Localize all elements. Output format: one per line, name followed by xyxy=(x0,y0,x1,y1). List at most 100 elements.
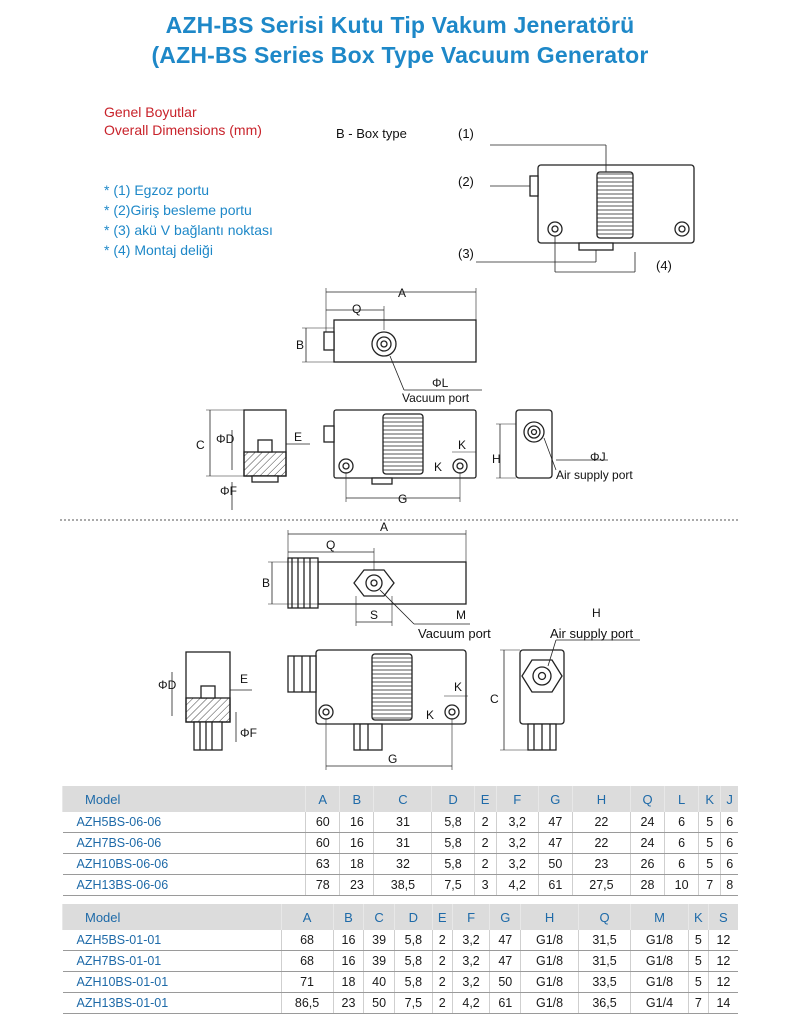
note-item: * (2)Giriş besleme portu xyxy=(104,202,252,218)
table-cell: 7,5 xyxy=(393,992,433,1014)
table-cell: 50 xyxy=(363,992,395,1014)
table-cell: G1/8 xyxy=(520,971,579,993)
dimensions-table-06: Model A B C D E F G H Q L K J AZH5BS-06-… xyxy=(61,786,738,896)
table-cell: G1/8 xyxy=(630,971,689,993)
table-cell: 5 xyxy=(687,971,709,993)
dim-label-s: S xyxy=(370,608,379,622)
dim-label-b: B xyxy=(296,338,305,352)
dim-label-k: K xyxy=(454,680,463,694)
table-header-row: Model A B C D E F G H Q M K S xyxy=(62,904,738,930)
table-cell: 7 xyxy=(698,874,721,896)
drawing2-side-view xyxy=(171,651,252,751)
table-cell: 31 xyxy=(373,832,432,854)
dim-label-phi-j: ΦJ xyxy=(590,450,606,464)
table-cell: 22 xyxy=(571,832,631,854)
title-turkish: AZH-BS Serisi Kutu Tip Vakum Jeneratörü xyxy=(165,12,635,38)
table-row: AZH5BS-06-06 60 16 31 5,8 2 3,2 47 22 24… xyxy=(62,812,738,833)
table-header: K xyxy=(698,786,721,812)
table-header: Q xyxy=(577,904,631,930)
table-cell: 6 xyxy=(720,853,738,875)
table-cell: 2 xyxy=(431,971,453,993)
table-cell: AZH5BS-06-06 xyxy=(62,812,306,833)
table-cell: 16 xyxy=(332,950,364,972)
table-row: AZH7BS-01-01 68 16 39 5,8 2 3,2 47 G1/8 … xyxy=(62,950,738,972)
dim-label-k: K xyxy=(434,460,443,474)
table-cell: 31,5 xyxy=(577,930,631,951)
table-cell: 5,8 xyxy=(431,853,475,875)
dim-label-phi-d: ΦD xyxy=(216,432,235,446)
table-cell: AZH13BS-01-01 xyxy=(62,992,281,1014)
table-cell: 68 xyxy=(280,930,334,951)
table-cell: 16 xyxy=(339,812,374,833)
dimensions-label-tr: Genel Boyutlar xyxy=(104,104,197,120)
table-header: C xyxy=(373,786,432,812)
drawing2-right-view xyxy=(500,639,640,751)
table-cell: 5,8 xyxy=(393,971,433,993)
table-cell: 23 xyxy=(332,992,364,1014)
table-cell: 3,2 xyxy=(495,853,539,875)
box-type-overview xyxy=(476,144,695,273)
table-cell: 3,2 xyxy=(451,971,490,993)
table-cell: 2 xyxy=(431,950,453,972)
drawing1-side-view xyxy=(206,409,310,510)
table-header: G xyxy=(489,904,521,930)
dim-label-phi-f: ΦF xyxy=(220,484,237,498)
table-cell: 32 xyxy=(373,853,432,875)
dim-label-k: K xyxy=(458,438,467,452)
table-header: A xyxy=(280,904,334,930)
title-english: (AZH-BS Series Box Type Vacuum Generator xyxy=(151,42,649,68)
air-supply-port-label: Air supply port xyxy=(550,626,634,641)
table-row: AZH10BS-01-01 71 18 40 5,8 2 3,2 50 G1/8… xyxy=(62,971,738,993)
table-cell: 31,5 xyxy=(577,950,631,972)
table-header: L xyxy=(664,786,699,812)
table-cell: 5 xyxy=(687,930,709,951)
table-cell: G1/8 xyxy=(630,950,689,972)
dim-label-phi-d: ΦD xyxy=(158,678,177,692)
dim-label-phi-f: ΦF xyxy=(240,726,257,740)
table-cell: 47 xyxy=(537,832,573,854)
table-cell: 8 xyxy=(720,874,738,896)
table-header: K xyxy=(687,904,709,930)
table-header: D xyxy=(431,786,475,812)
table-cell: 24 xyxy=(629,812,665,833)
dim-label-h: H xyxy=(592,606,601,620)
table-row: AZH13BS-01-01 86,5 23 50 7,5 2 4,2 61 G1… xyxy=(62,992,738,1014)
table-cell: 40 xyxy=(363,971,395,993)
table-cell: G1/4 xyxy=(630,992,689,1014)
table-header: H xyxy=(571,786,631,812)
table-cell: 60 xyxy=(305,812,340,833)
table-cell: 5 xyxy=(698,853,721,875)
table-cell: G1/8 xyxy=(520,950,579,972)
table-header: F xyxy=(451,904,490,930)
table-cell: 6 xyxy=(664,853,699,875)
table-header: J xyxy=(720,786,738,812)
table-cell: 23 xyxy=(571,853,631,875)
table-cell: 18 xyxy=(332,971,364,993)
table-cell: 2 xyxy=(473,832,497,854)
table-cell: 50 xyxy=(537,853,573,875)
table-cell: 5 xyxy=(698,812,721,833)
table-cell: 38,5 xyxy=(373,874,432,896)
table-cell: 68 xyxy=(280,950,334,972)
table-cell: 23 xyxy=(339,874,374,896)
drawing2-top-view xyxy=(268,530,470,626)
dim-label-g: G xyxy=(398,492,408,506)
table-cell: G1/8 xyxy=(630,930,689,951)
table-cell: 36,5 xyxy=(577,992,631,1014)
table-header: B xyxy=(339,786,374,812)
dim-label-g: G xyxy=(388,752,398,766)
drawing1-right-view xyxy=(496,409,608,479)
table-cell: AZH7BS-06-06 xyxy=(62,832,306,854)
table-header: Q xyxy=(629,786,665,812)
callout-1: (1) xyxy=(458,126,474,141)
table-cell: 47 xyxy=(489,930,521,951)
box-type-label: B - Box type xyxy=(336,126,407,141)
dim-label-c: C xyxy=(196,438,205,452)
table-header-row: Model A B C D E F G H Q L K J xyxy=(61,786,738,812)
table-cell: 47 xyxy=(537,812,573,833)
dimensions-table-01: Model A B C D E F G H Q M K S AZH5BS-01-… xyxy=(62,904,738,1014)
table-cell: 31 xyxy=(373,812,432,833)
drawing1-top-view xyxy=(302,288,482,391)
table-cell: 5 xyxy=(698,832,721,854)
table-cell: 60 xyxy=(305,832,340,854)
